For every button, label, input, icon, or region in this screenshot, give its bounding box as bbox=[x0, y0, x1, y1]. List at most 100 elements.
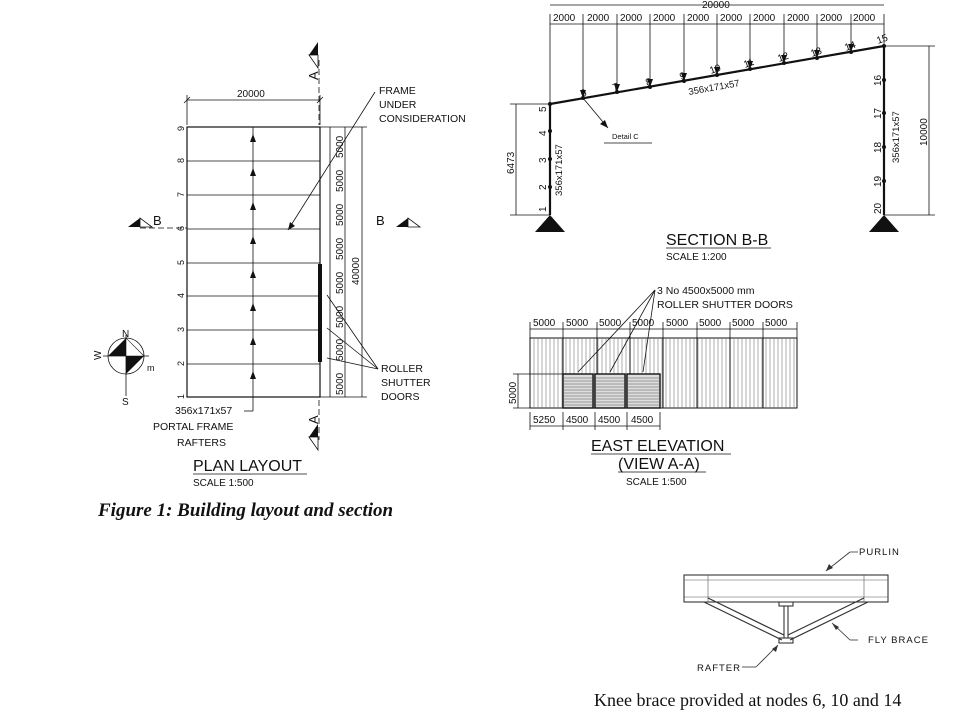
plan-frame-numbers: 1 2 3 4 5 6 7 8 9 bbox=[176, 126, 186, 399]
section-span-dimensions: 20000 2000 2000 2000 2000 2000 2000 2000… bbox=[549, 0, 885, 104]
svg-text:40000: 40000 bbox=[351, 257, 362, 285]
svg-text:5000: 5000 bbox=[765, 318, 788, 329]
svg-text:2000: 2000 bbox=[853, 13, 876, 24]
svg-text:9: 9 bbox=[678, 70, 687, 82]
svg-text:20: 20 bbox=[873, 202, 884, 214]
elevation-bay-lines bbox=[562, 338, 764, 408]
eaves-height-dimension: 6473 bbox=[506, 103, 550, 216]
svg-text:5: 5 bbox=[176, 260, 186, 265]
svg-text:5000: 5000 bbox=[732, 318, 755, 329]
ridge-height-dimension: 10000 bbox=[884, 45, 935, 216]
svg-text:15: 15 bbox=[875, 33, 890, 47]
svg-text:356x171x57: 356x171x57 bbox=[175, 405, 232, 417]
right-column-node-labels: 16 17 18 19 20 bbox=[873, 74, 884, 214]
svg-text:4500: 4500 bbox=[566, 415, 589, 426]
svg-text:8: 8 bbox=[176, 158, 186, 163]
svg-text:DOORS: DOORS bbox=[381, 391, 420, 403]
svg-text:16: 16 bbox=[873, 74, 884, 86]
compass-icon: N S W m bbox=[93, 329, 155, 408]
svg-text:10: 10 bbox=[708, 63, 723, 77]
svg-text:3: 3 bbox=[176, 327, 186, 332]
plan-outline bbox=[186, 126, 321, 398]
svg-text:2000: 2000 bbox=[587, 13, 610, 24]
svg-text:20000: 20000 bbox=[237, 89, 265, 100]
plan-rafter-leader: 356x171x57 PORTAL FRAME RAFTERS bbox=[153, 397, 254, 449]
svg-text:CONSIDERATION: CONSIDERATION bbox=[379, 113, 466, 125]
figure-caption: Figure 1: Building layout and section bbox=[98, 500, 394, 521]
svg-text:2: 2 bbox=[176, 361, 186, 366]
svg-text:19: 19 bbox=[873, 175, 884, 187]
svg-text:5000: 5000 bbox=[335, 237, 346, 260]
elevation-bay-dimensions: 5000 5000 5000 5000 5000 5000 5000 5000 bbox=[529, 318, 798, 338]
right-column-section: 356x171x57 bbox=[891, 111, 902, 163]
svg-text:6473: 6473 bbox=[506, 151, 517, 174]
left-column-section: 356x171x57 bbox=[554, 144, 565, 196]
plan-width-dimension: 20000 bbox=[183, 89, 324, 125]
plan-frame-lines bbox=[187, 160, 320, 365]
elevation-title: EAST ELEVATION bbox=[591, 438, 724, 455]
svg-text:2000: 2000 bbox=[620, 13, 643, 24]
svg-text:10000: 10000 bbox=[919, 118, 930, 146]
left-support bbox=[535, 215, 565, 232]
svg-text:20000: 20000 bbox=[702, 0, 730, 11]
svg-text:4500: 4500 bbox=[631, 415, 654, 426]
section-scale: SCALE 1:200 bbox=[666, 252, 727, 263]
svg-text:FRAME: FRAME bbox=[379, 85, 416, 97]
east-elevation: 5000 5000 5000 5000 5000 5000 5000 5000 bbox=[508, 285, 798, 488]
svg-text:A: A bbox=[306, 415, 321, 424]
svg-text:2000: 2000 bbox=[720, 13, 743, 24]
svg-text:4: 4 bbox=[176, 293, 186, 298]
svg-text:2000: 2000 bbox=[653, 13, 676, 24]
roller-door-2 bbox=[594, 373, 626, 409]
svg-text:SHUTTER: SHUTTER bbox=[381, 377, 431, 389]
plan-layout: 1 2 3 4 5 6 7 8 9 20000 5000 5000 50 bbox=[93, 42, 466, 489]
svg-text:2000: 2000 bbox=[553, 13, 576, 24]
elevation-bottom-dimensions: 5250 4500 4500 4500 bbox=[529, 412, 661, 430]
plan-length-dimension: 40000 bbox=[320, 126, 367, 398]
detail-c-pointer: Detail C bbox=[582, 97, 652, 144]
svg-text:2000: 2000 bbox=[753, 13, 776, 24]
svg-text:2000: 2000 bbox=[687, 13, 710, 24]
svg-text:5000: 5000 bbox=[566, 318, 589, 329]
svg-text:18: 18 bbox=[873, 141, 884, 153]
plan-ridge-arrows bbox=[250, 134, 256, 379]
door-height-dimension: 5000 bbox=[508, 373, 563, 409]
svg-text:11: 11 bbox=[742, 57, 756, 71]
svg-text:2: 2 bbox=[538, 184, 549, 190]
section-title: SECTION B-B bbox=[666, 232, 768, 249]
svg-text:5000: 5000 bbox=[632, 318, 655, 329]
rafter-label: RAFTER bbox=[697, 663, 741, 674]
svg-text:5000: 5000 bbox=[335, 203, 346, 226]
svg-text:9: 9 bbox=[176, 126, 186, 131]
svg-text:W: W bbox=[93, 350, 104, 360]
svg-text:17: 17 bbox=[873, 107, 884, 119]
plan-frame-leader: FRAME UNDER CONSIDERATION bbox=[287, 85, 466, 231]
svg-text:5000: 5000 bbox=[335, 305, 346, 328]
svg-text:ROLLER SHUTTER DOORS: ROLLER SHUTTER DOORS bbox=[657, 299, 793, 311]
svg-text:5000: 5000 bbox=[335, 271, 346, 294]
elevation-doors-leader: 3 No 4500x5000 mm ROLLER SHUTTER DOORS bbox=[577, 285, 793, 373]
svg-text:B: B bbox=[153, 213, 162, 228]
plan-scale: SCALE 1:500 bbox=[193, 478, 254, 489]
svg-text:5000: 5000 bbox=[335, 169, 346, 192]
svg-text:ROLLER: ROLLER bbox=[381, 363, 423, 375]
svg-text:7: 7 bbox=[611, 81, 620, 93]
plan-section-a-marks: A A bbox=[306, 42, 321, 452]
knee-brace-detail: PURLIN FLY BRACE RAFTER bbox=[683, 547, 928, 674]
svg-text:2000: 2000 bbox=[820, 13, 843, 24]
svg-text:13: 13 bbox=[809, 46, 824, 60]
svg-text:RAFTERS: RAFTERS bbox=[177, 437, 226, 449]
svg-text:14: 14 bbox=[843, 40, 858, 54]
elevation-doors bbox=[562, 373, 661, 409]
svg-text:12: 12 bbox=[776, 51, 791, 65]
svg-text:5000: 5000 bbox=[508, 381, 519, 404]
svg-text:3 No 4500x5000 mm: 3 No 4500x5000 mm bbox=[657, 285, 755, 297]
plan-title: PLAN LAYOUT bbox=[193, 458, 302, 475]
svg-text:5000: 5000 bbox=[335, 338, 346, 361]
svg-text:4500: 4500 bbox=[598, 415, 621, 426]
fly-brace-right bbox=[789, 601, 869, 641]
svg-text:6: 6 bbox=[176, 226, 186, 231]
fly-brace-left bbox=[703, 601, 783, 641]
svg-text:N: N bbox=[122, 329, 129, 340]
